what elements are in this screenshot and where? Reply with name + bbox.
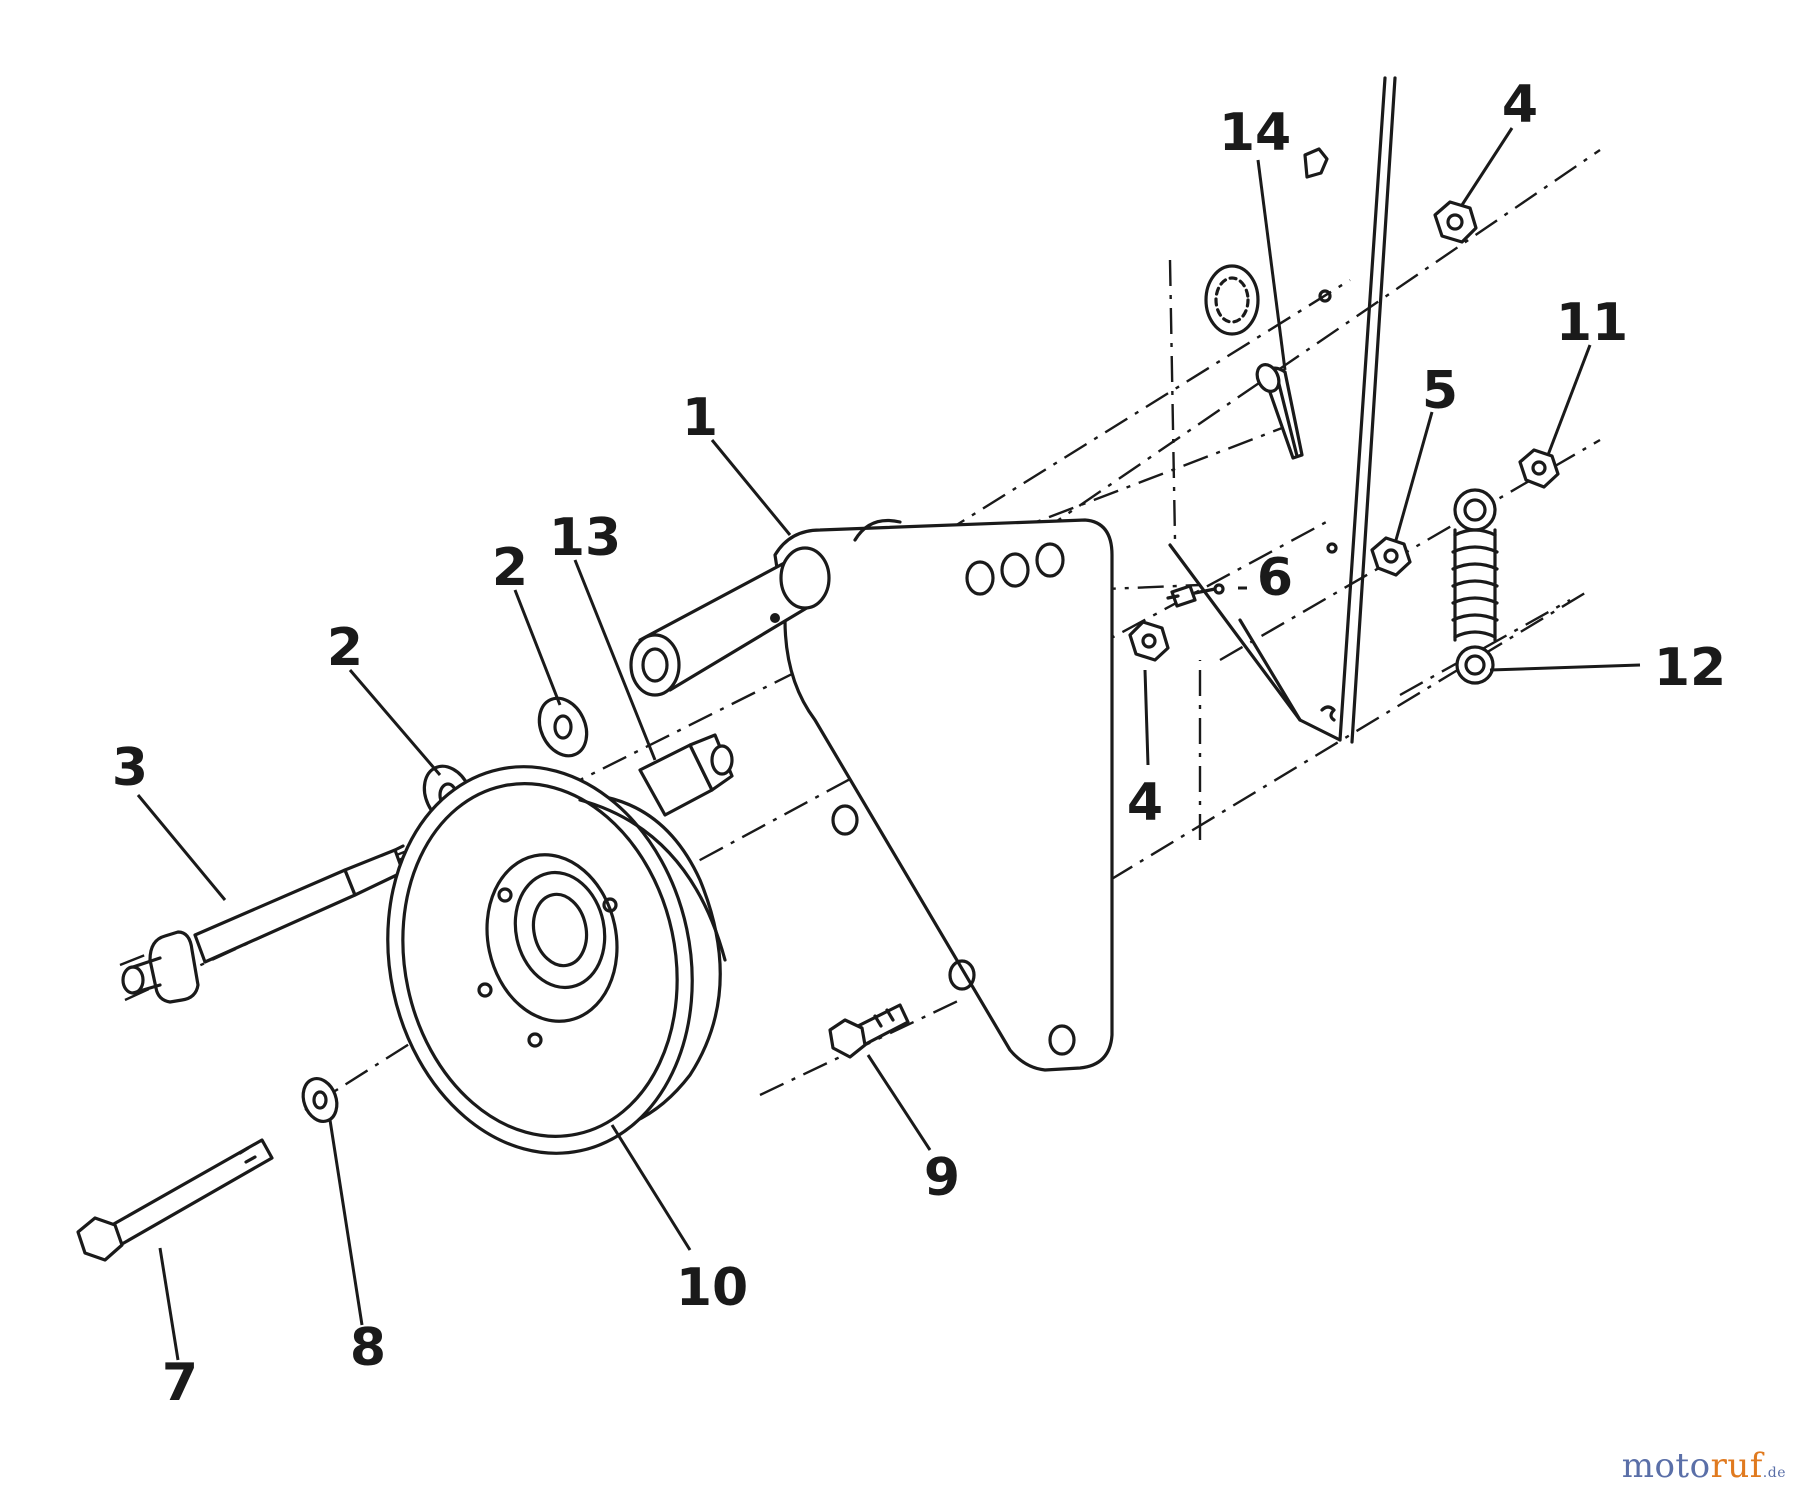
nut-11 bbox=[1518, 448, 1560, 489]
spring-12 bbox=[1451, 488, 1499, 685]
callout-9: 9 bbox=[924, 1148, 960, 1208]
callout-4b: 4 bbox=[1127, 773, 1163, 833]
idler-pulley bbox=[386, 765, 727, 1155]
callout-10: 10 bbox=[676, 1258, 748, 1318]
callout-12: 12 bbox=[1654, 638, 1726, 698]
watermark-part2: ruf bbox=[1710, 1446, 1763, 1486]
callout-4a: 4 bbox=[1502, 75, 1538, 135]
nut-4-lower bbox=[1128, 620, 1170, 662]
shaft-3 bbox=[121, 844, 414, 1004]
watermark-suffix: .de bbox=[1762, 1465, 1786, 1481]
callout-2b: 2 bbox=[492, 538, 528, 598]
leader-lines bbox=[136, 127, 1641, 1361]
bolt-7 bbox=[76, 1138, 274, 1262]
mounting-frame bbox=[1168, 76, 1397, 744]
callout-8: 8 bbox=[350, 1318, 386, 1378]
washer-2-upper bbox=[537, 696, 589, 758]
callout-5: 5 bbox=[1422, 361, 1458, 421]
callout-labels: 1 2 2 3 4 4 5 6 7 8 9 10 11 12 13 14 bbox=[112, 75, 1726, 1413]
idler-arm-bracket bbox=[629, 518, 1114, 1072]
nut-4-upper bbox=[1433, 200, 1478, 244]
watermark-logo: motoruf.de bbox=[1622, 1446, 1786, 1486]
callout-11: 11 bbox=[1556, 293, 1628, 353]
callout-3: 3 bbox=[112, 738, 148, 798]
nut-5 bbox=[1370, 536, 1412, 577]
block-13 bbox=[638, 733, 734, 817]
callout-14: 14 bbox=[1219, 103, 1291, 163]
washer-8 bbox=[301, 1077, 339, 1123]
callout-2a: 2 bbox=[327, 618, 363, 678]
grease-fitting-6 bbox=[1166, 583, 1225, 608]
cotter-pin-14 bbox=[1255, 363, 1304, 460]
callout-7: 7 bbox=[162, 1353, 198, 1413]
bolt-9 bbox=[828, 1003, 910, 1059]
callout-13: 13 bbox=[549, 508, 621, 568]
callout-1: 1 bbox=[682, 388, 718, 448]
callout-6: 6 bbox=[1257, 548, 1293, 608]
watermark-part1: moto bbox=[1621, 1446, 1711, 1486]
